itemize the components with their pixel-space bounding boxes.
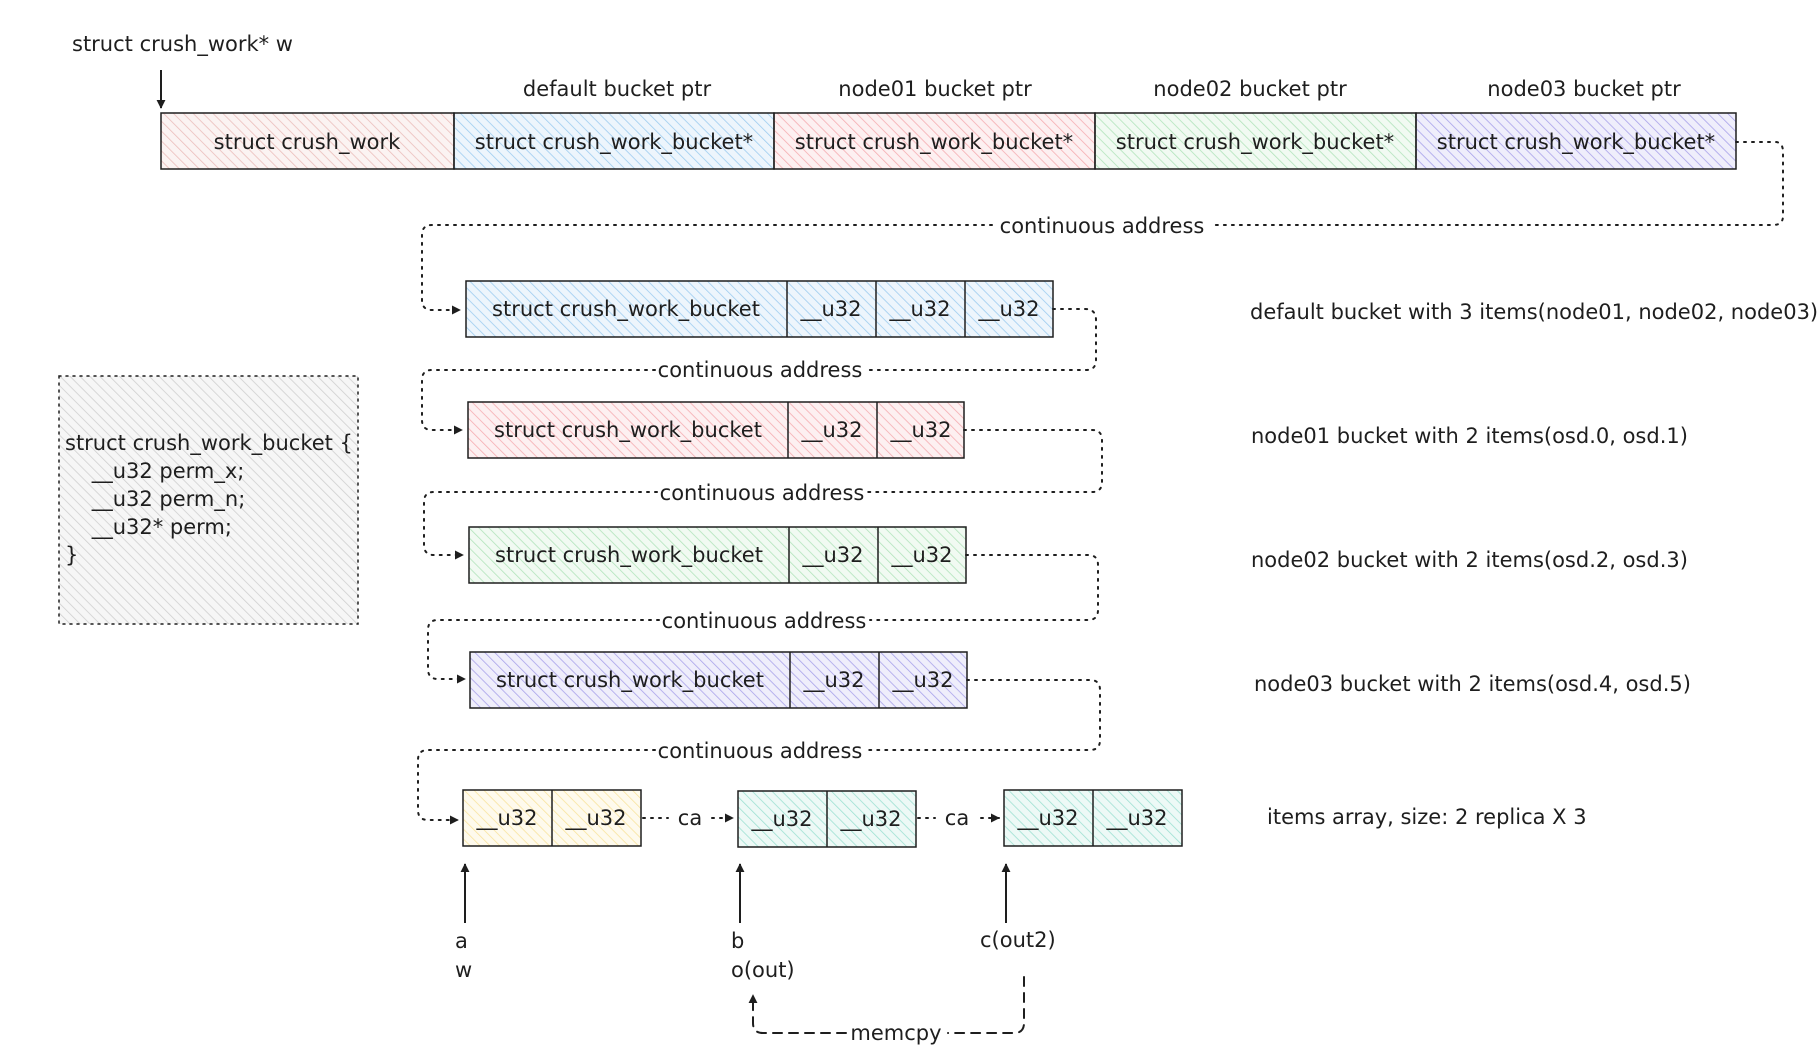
continuous-address-label: continuous address [658, 739, 863, 763]
continuous-address-label: continuous address [660, 481, 865, 505]
bucket-header-cell: struct crush_work_bucket [495, 543, 763, 568]
items-array-cell: __u32 [1016, 806, 1078, 831]
items-array-description: items array, size: 2 replica X 3 [1267, 805, 1587, 829]
top-cell-label: struct crush_work_bucket* [1116, 130, 1394, 155]
top-cell-node03-bucket-ptr: node03 bucket ptr struct crush_work_buck… [1415, 77, 1737, 170]
memcpy-arrow [748, 994, 847, 1034]
top-cell-node02-bucket-ptr: node02 bucket ptr struct crush_work_buck… [1094, 77, 1417, 170]
node01-bucket-ptr-header: node01 bucket ptr [838, 77, 1032, 101]
bucket-header-cell: struct crush_work_bucket [492, 297, 760, 322]
struct-definition-note: struct crush_work_bucket { __u32 perm_x;… [58, 375, 359, 625]
struct-def-line: __u32 perm_n; [65, 487, 245, 512]
continuous-address-label: continuous address [658, 358, 863, 382]
top-cell-label: struct crush_work [214, 130, 401, 155]
items-array-cell: __u32 [1105, 806, 1167, 831]
ca-label: ca [945, 806, 969, 830]
continuous-address-connector [427, 619, 660, 684]
continuous-address-label: continuous address [1000, 214, 1205, 238]
memcpy-arrow [947, 976, 1025, 1034]
continuous-address-connector [421, 224, 993, 315]
node02-bucket-ptr-header: node02 bucket ptr [1153, 77, 1347, 101]
default-bucket-description: default bucket with 3 items(node01, node… [1250, 300, 1818, 324]
node03-bucket-ptr-header: node03 bucket ptr [1487, 77, 1681, 101]
bucket-item-cell: __u32 [890, 543, 952, 568]
ca-label: ca [678, 806, 702, 830]
default-bucket-row: struct crush_work_bucket __u32 __u32 __u… [465, 280, 1818, 338]
bucket-item-cell: __u32 [891, 668, 953, 693]
continuous-address-connector [869, 554, 1099, 621]
memcpy-label: memcpy [850, 1021, 941, 1045]
continuous-address-connector [423, 491, 658, 560]
items-array-cell: __u32 [839, 807, 901, 832]
struct-def-line: } [65, 543, 78, 567]
items-array-group-a: __u32 __u32 [462, 789, 642, 847]
node01-bucket-description: node01 bucket with 2 items(osd.0, osd.1) [1251, 424, 1688, 448]
items-array-cell: __u32 [475, 806, 537, 831]
bucket-item-cell: __u32 [977, 297, 1039, 322]
node01-bucket-row: struct crush_work_bucket __u32 __u32 nod… [467, 401, 1688, 459]
node03-bucket-row: struct crush_work_bucket __u32 __u32 nod… [469, 651, 1691, 709]
continuous-address-label: continuous address [662, 609, 867, 633]
pointer-w-label: w [455, 958, 472, 982]
bucket-item-cell: __u32 [889, 418, 951, 443]
continuous-address-connector [417, 749, 656, 825]
bucket-header-cell: struct crush_work_bucket [494, 418, 762, 443]
top-cell-label: struct crush_work_bucket* [475, 130, 753, 155]
items-array-cell: __u32 [750, 807, 812, 832]
items-array-group-b: __u32 __u32 [737, 790, 917, 848]
node03-bucket-description: node03 bucket with 2 items(osd.4, osd.5) [1254, 672, 1691, 696]
continuous-address-connector [1211, 141, 1784, 226]
items-array-group-c: __u32 __u32 [1003, 789, 1183, 847]
pointer-out-label: o(out) [731, 958, 795, 982]
top-cell-label: struct crush_work_bucket* [795, 130, 1073, 155]
node02-bucket-row: struct crush_work_bucket __u32 __u32 nod… [468, 526, 1688, 584]
pointer-a-label: a [455, 929, 468, 953]
bucket-item-cell: __u32 [888, 297, 950, 322]
pointer-b-label: b [731, 929, 744, 953]
items-array-cell: __u32 [564, 806, 626, 831]
crush-work-pointer-label: struct crush_work* w [72, 32, 293, 57]
node02-bucket-description: node02 bucket with 2 items(osd.2, osd.3) [1251, 548, 1688, 572]
top-cell-default-bucket-ptr: default bucket ptr struct crush_work_buc… [453, 77, 775, 170]
bucket-item-cell: __u32 [801, 543, 863, 568]
top-cell-label: struct crush_work_bucket* [1437, 130, 1715, 155]
top-cell-node01-bucket-ptr: node01 bucket ptr struct crush_work_buck… [773, 77, 1096, 170]
pointer-c-label: c(out2) [980, 928, 1056, 952]
default-bucket-ptr-header: default bucket ptr [523, 77, 712, 101]
continuous-address-connector [865, 679, 1101, 751]
struct-def-line: struct crush_work_bucket { [65, 431, 353, 456]
items-array: __u32 __u32 ca __u32 __u32 ca __u32 __u3… [462, 789, 1587, 848]
bucket-item-cell: __u32 [799, 297, 861, 322]
top-cell-crush-work: struct crush_work [160, 112, 455, 170]
bucket-item-cell: __u32 [802, 668, 864, 693]
bucket-header-cell: struct crush_work_bucket [496, 668, 764, 693]
continuous-address-connector [421, 369, 656, 435]
struct-def-line: __u32* perm; [65, 515, 232, 540]
bucket-item-cell: __u32 [800, 418, 862, 443]
struct-def-line: __u32 perm_x; [65, 459, 244, 484]
